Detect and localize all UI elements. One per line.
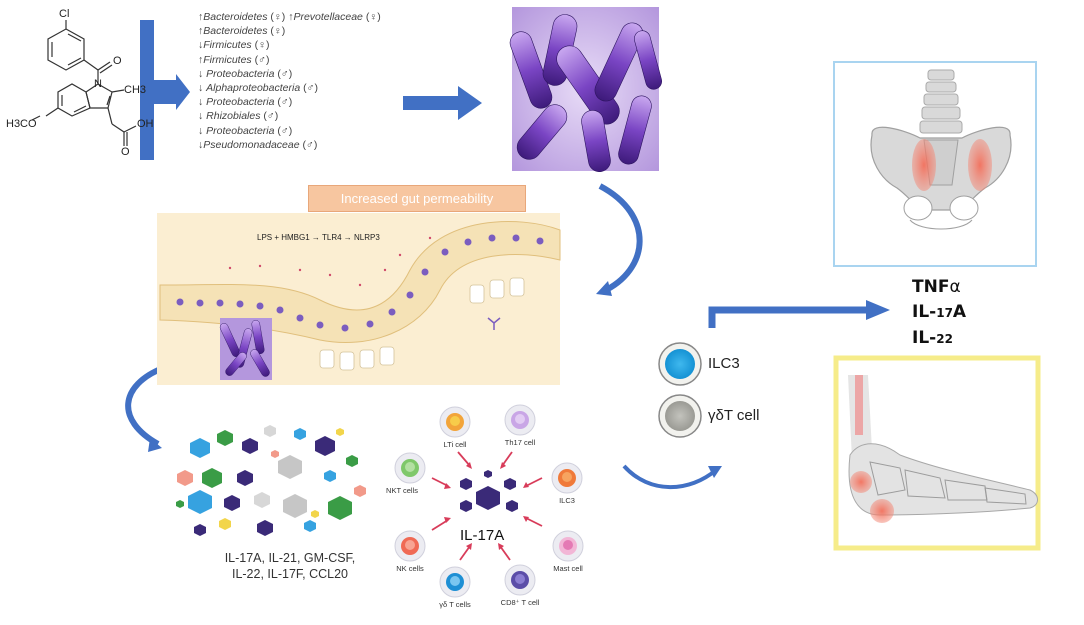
cell-label-cd8: CD8⁺ T cell (500, 598, 540, 607)
taxa-row: ↓ Proteobacteria (♂) (198, 124, 293, 137)
microbiome-changes-list: ↑Bacteroidetes (♀) ↑Prevotellaceae (♀) ↑… (198, 10, 381, 152)
gut-epithelium-illustration (157, 213, 561, 385)
cell-label-ilc3: ILC3 (559, 496, 575, 505)
cytokine-il22: IL-22 (912, 328, 953, 348)
taxa-row: ↑Bacteroidetes (♀) ↑Prevotellaceae (♀) (198, 11, 381, 23)
gut-permeability-banner: Increased gut permeability (308, 185, 526, 212)
atom-h3co: H3CO (6, 118, 37, 130)
cell-label-nk: NK cells (396, 564, 424, 573)
blue-arrow-2 (403, 86, 482, 120)
foot-panel (833, 355, 1041, 551)
atom-cl: Cl (59, 8, 70, 20)
tlr4-pathway-label: LPS + HMBG1 → TLR4 → NLRP3 (257, 233, 380, 242)
ilc3-label: ILC3 (708, 355, 740, 372)
taxa-row: ↓ Alphaproteobacteria (♂) (198, 82, 318, 95)
curved-arrow-2 (125, 365, 165, 447)
cytokine-line: IL-22, IL-17F, CCL20 (231, 567, 349, 581)
pelvis-panel (833, 61, 1037, 267)
bacteria-image (509, 7, 662, 172)
cell-label-th17: Th17 cell (504, 438, 536, 447)
curved-arrow-3 (622, 464, 718, 490)
blue-arrow-4 (708, 306, 868, 328)
taxa-row: ↓Firmicutes (♀) (198, 39, 270, 52)
cell-label-mast: Mast cell (553, 564, 583, 573)
cell-label-gdt: γδ T cells (439, 600, 471, 609)
taxa-row: ↓ Rhizobiales (♂) (198, 110, 279, 123)
atom-ch3: CH3 (124, 84, 147, 96)
atom-o-carbonyl: O (113, 55, 122, 67)
il17a-label: IL-17A (460, 527, 505, 544)
atom-n: N (94, 78, 102, 90)
cytokine-cloud (176, 425, 366, 536)
taxa-row: ↑Firmicutes (♂) (198, 53, 270, 66)
cytokine-line: IL-17A, IL-21, GM-CSF, (224, 551, 356, 565)
taxa-row: ↑Bacteroidetes (♀) (198, 25, 286, 38)
atom-o-acid: O (121, 146, 130, 158)
cell-label-nkt: NKT cells (386, 486, 418, 495)
atom-oh: OH (137, 118, 154, 130)
gdt-cell-label: γδT cell (708, 407, 760, 424)
indomethacin-structure (31, 20, 137, 146)
cell-label-lti: LTi cell (443, 440, 467, 449)
cytokine-il17a: IL-17A (912, 302, 967, 322)
curved-arrow-1 (598, 183, 643, 295)
effector-cytokines: TNFα IL-17A IL-22 (912, 275, 966, 352)
taxa-row: ↓Pseudomonadaceae (♂) (198, 138, 318, 151)
cytokine-list: IL-17A, IL-21, GM-CSF, IL-22, IL-17F, CC… (195, 550, 385, 582)
il17a-hub (394, 404, 584, 598)
blue-arrow-1 (140, 20, 190, 160)
taxa-row: ↓ Proteobacteria (♂) (198, 96, 293, 109)
effector-cells (658, 342, 702, 438)
taxa-row: ↓ Proteobacteria (♂) (198, 67, 293, 80)
cytokine-tnf: TNFα (912, 277, 961, 297)
